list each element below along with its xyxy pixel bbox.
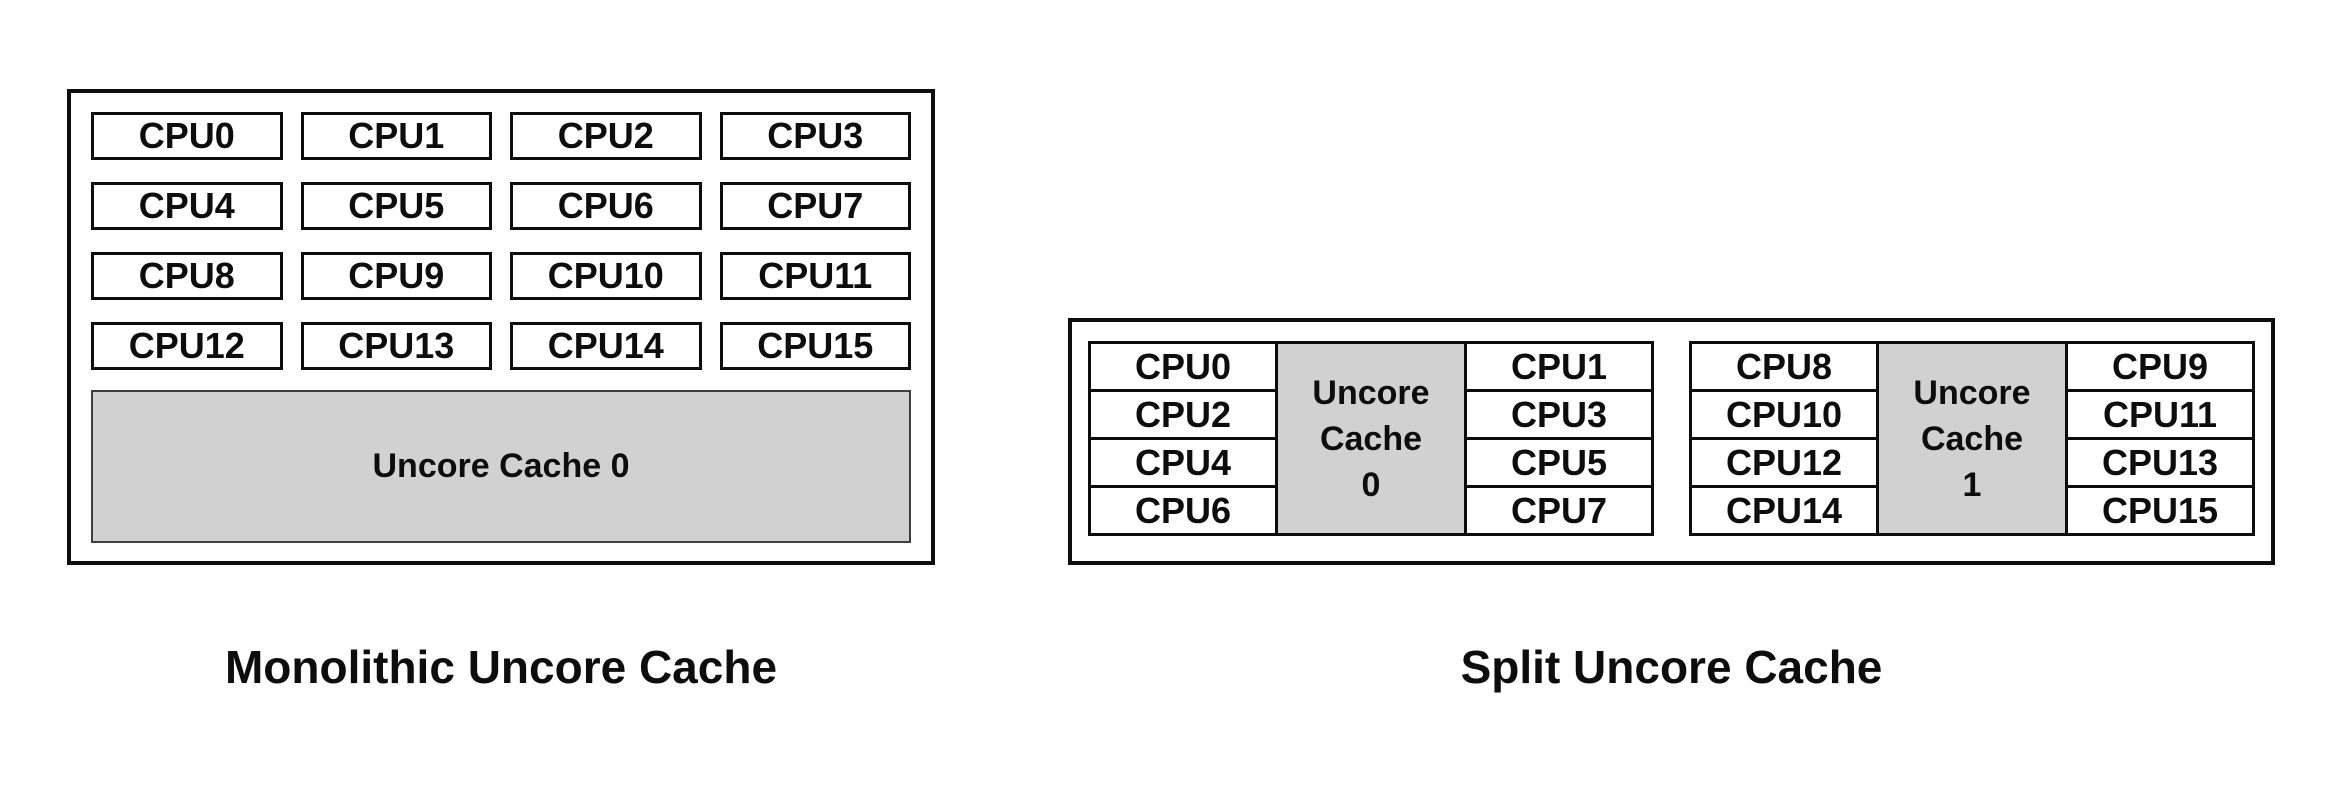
split-diagram: CPU0 CPU2 CPU4 CPU6 Uncore Cache 0 CPU1 … xyxy=(1068,318,2275,565)
cpu-cell: CPU2 xyxy=(1088,389,1278,440)
cpu-box: CPU9 xyxy=(300,252,492,300)
cpu-box: CPU5 xyxy=(300,182,492,230)
cache-line: Uncore xyxy=(1312,373,1430,412)
cpu-box: CPU12 xyxy=(91,322,283,370)
cpu-stack-left: CPU8 CPU10 CPU12 CPU14 xyxy=(1689,341,1879,536)
cpu-box: CPU14 xyxy=(510,322,702,370)
cpu-cell: CPU8 xyxy=(1689,341,1879,392)
cache-line: Cache xyxy=(1319,419,1423,458)
uncore-cache-0-box: Uncore Cache 0 xyxy=(91,390,911,543)
cpu-box: CPU7 xyxy=(719,182,911,230)
cpu-cell: CPU0 xyxy=(1088,341,1278,392)
monolithic-cpu-grid: CPU0 CPU1 CPU2 CPU3 CPU4 CPU5 CPU6 CPU7 … xyxy=(91,112,911,370)
cpu-box: CPU13 xyxy=(300,322,492,370)
cpu-box: CPU10 xyxy=(510,252,702,300)
cpu-cell: CPU1 xyxy=(1464,341,1654,392)
uncore-cache-0-cell: Uncore Cache 0 xyxy=(1275,341,1467,536)
monolithic-caption: Monolithic Uncore Cache xyxy=(224,641,778,693)
cpu-cell: CPU5 xyxy=(1464,437,1654,488)
cpu-cell: CPU3 xyxy=(1464,389,1654,440)
cpu-cell: CPU7 xyxy=(1464,485,1654,536)
cpu-box: CPU6 xyxy=(510,182,702,230)
split-caption: Split Uncore Cache xyxy=(1460,641,1883,693)
cpu-box: CPU11 xyxy=(719,252,911,300)
cpu-cell: CPU4 xyxy=(1088,437,1278,488)
cache-line: 1 xyxy=(1962,465,1982,504)
split-cluster-1: CPU8 CPU10 CPU12 CPU14 Uncore Cache 1 CP… xyxy=(1689,341,2255,561)
cpu-box: CPU15 xyxy=(719,322,911,370)
cpu-cell: CPU6 xyxy=(1088,485,1278,536)
cpu-cell: CPU11 xyxy=(2065,389,2255,440)
cpu-box: CPU2 xyxy=(510,112,702,160)
cpu-cell: CPU9 xyxy=(2065,341,2255,392)
cpu-cell: CPU12 xyxy=(1689,437,1879,488)
cpu-cell: CPU14 xyxy=(1689,485,1879,536)
cpu-box: CPU8 xyxy=(91,252,283,300)
cpu-cell: CPU15 xyxy=(2065,485,2255,536)
cpu-cell: CPU13 xyxy=(2065,437,2255,488)
cpu-cell: CPU10 xyxy=(1689,389,1879,440)
cache-line: 0 xyxy=(1361,465,1381,504)
cache-line: Cache xyxy=(1920,419,2024,458)
cpu-stack-left: CPU0 CPU2 CPU4 CPU6 xyxy=(1088,341,1278,536)
cpu-stack-right: CPU1 CPU3 CPU5 CPU7 xyxy=(1464,341,1654,536)
cache-line: Uncore xyxy=(1913,373,2031,412)
monolithic-diagram: CPU0 CPU1 CPU2 CPU3 CPU4 CPU5 CPU6 CPU7 … xyxy=(67,89,935,565)
uncore-cache-1-cell: Uncore Cache 1 xyxy=(1876,341,2068,536)
cpu-box: CPU3 xyxy=(719,112,911,160)
cpu-box: CPU4 xyxy=(91,182,283,230)
split-cluster-0: CPU0 CPU2 CPU4 CPU6 Uncore Cache 0 CPU1 … xyxy=(1088,341,1654,561)
cpu-stack-right: CPU9 CPU11 CPU13 CPU15 xyxy=(2065,341,2255,536)
cpu-box: CPU0 xyxy=(91,112,283,160)
cpu-box: CPU1 xyxy=(300,112,492,160)
